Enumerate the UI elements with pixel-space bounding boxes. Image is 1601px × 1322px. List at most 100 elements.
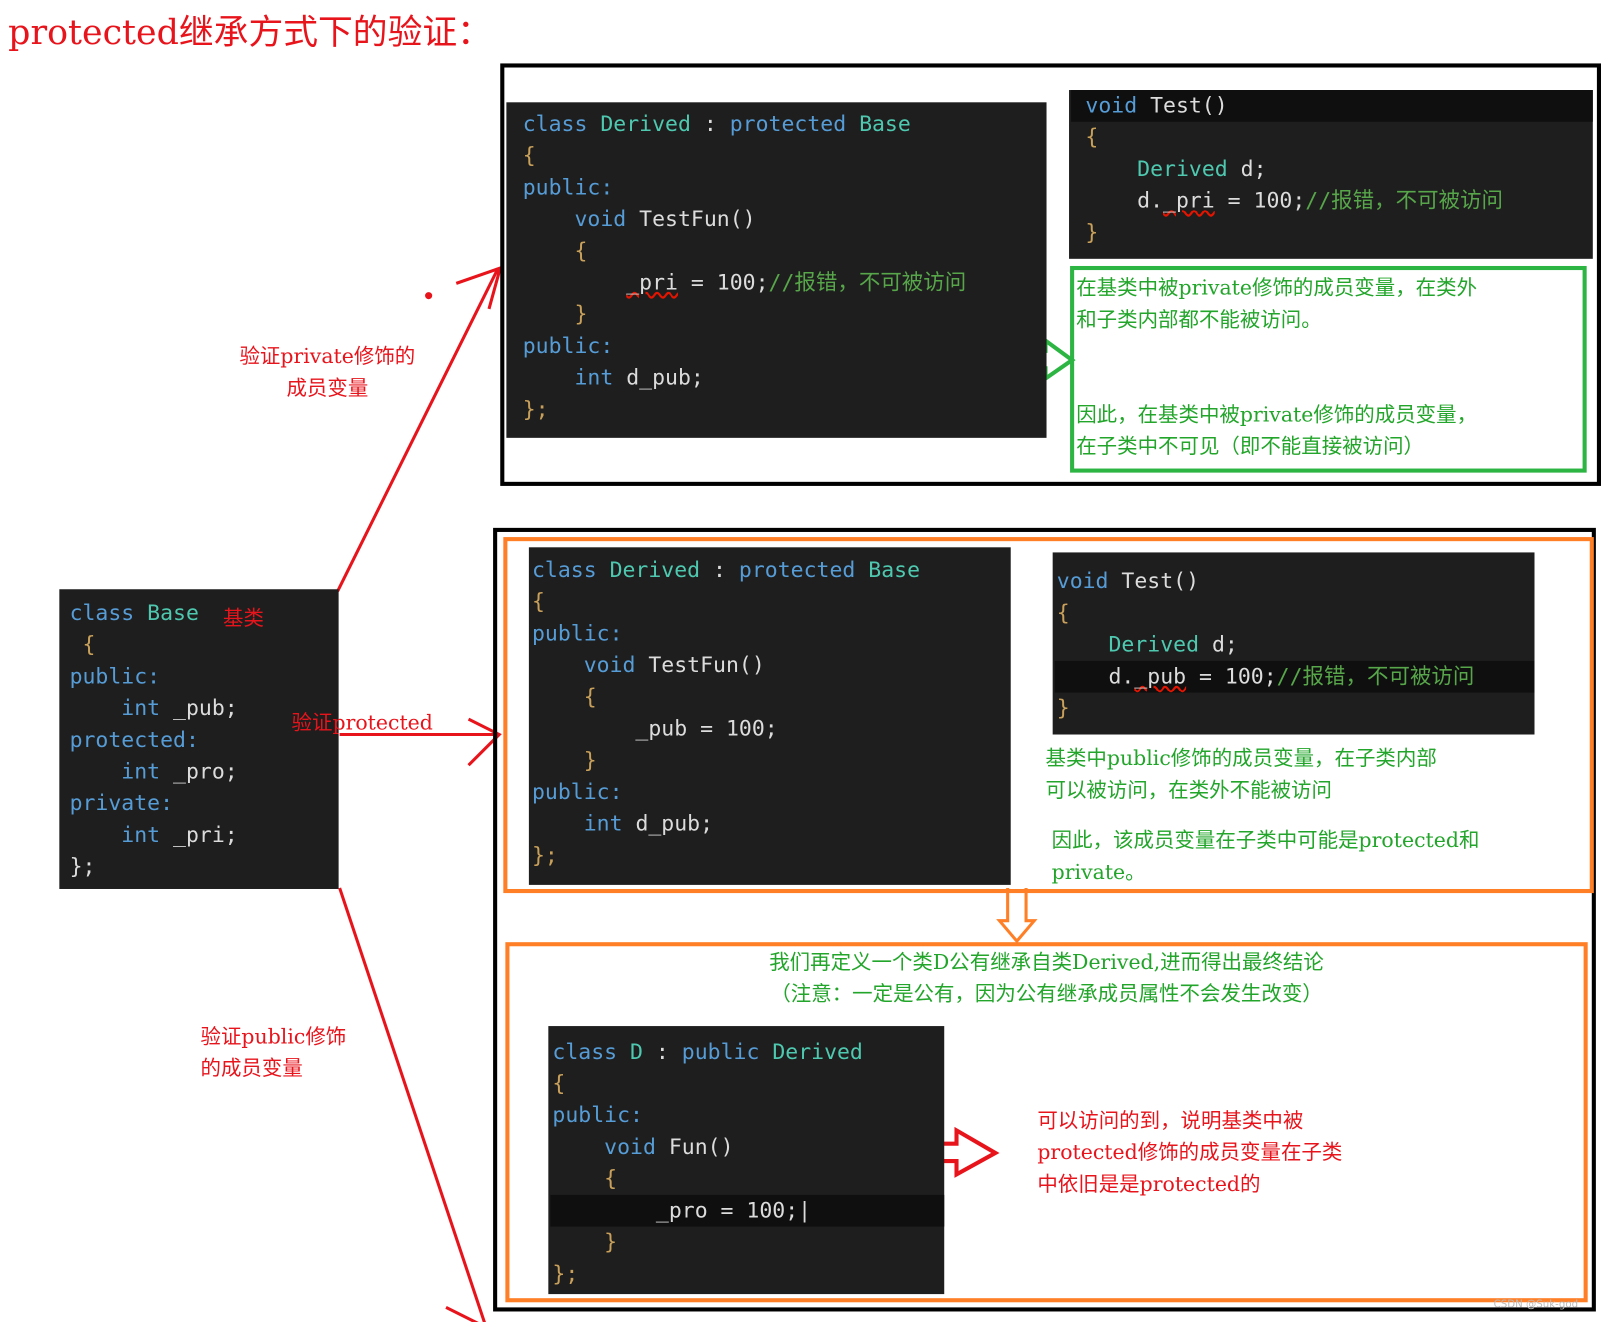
code-token: int [69, 695, 174, 721]
code-token: d; [1199, 632, 1238, 657]
code-token: Derived [600, 111, 691, 137]
protected-conclusion: 可以访问的到，说明基类中被 protected修饰的成员变量在子类 中依旧是是p… [1037, 1105, 1342, 1200]
code-line: int _pri; [69, 819, 237, 851]
note-line: private。 [1051, 859, 1146, 884]
code-line: public: [532, 618, 623, 650]
note-line: 在子类中不可见（即不能直接被访问） [1076, 433, 1425, 459]
code-token: } [1056, 695, 1070, 721]
code-token: public: [522, 174, 614, 200]
code-token: d_pub; [635, 811, 714, 836]
code-line: public: [552, 1100, 643, 1132]
note-line: 和子类内部都不能被访问。 [1076, 306, 1322, 332]
code-token [1057, 632, 1109, 657]
code-line: void TestFun() [523, 204, 755, 236]
code-line: int d_pub; [532, 808, 713, 840]
code-line: { [532, 586, 545, 618]
code-token: void [1056, 568, 1122, 594]
code-token: Base [868, 557, 921, 583]
code-token: { [531, 589, 545, 614]
public-verification-box [503, 537, 1594, 894]
code-line: int d_pub; [522, 362, 703, 394]
verify-private-label: 验证private修饰的 成员变量 [220, 341, 435, 404]
code-token: class [552, 1039, 631, 1064]
code-token: { [522, 143, 536, 168]
code-token: public [681, 1039, 773, 1064]
code-line: private: [70, 788, 173, 820]
code-token: : [700, 557, 739, 583]
code-line: } [1085, 217, 1098, 249]
code-token: }; [522, 396, 549, 422]
code-token: void [531, 652, 649, 678]
code-token: public: [552, 1102, 643, 1128]
code-line: { [552, 1068, 565, 1100]
code-token: //报错，不可被访问 [768, 270, 967, 295]
code-line: public: [523, 330, 614, 362]
code-line: void TestFun() [532, 650, 765, 682]
code-token: //报错，不可被访问 [1305, 188, 1504, 213]
code-line: { [523, 235, 587, 267]
code-token: int [69, 759, 174, 784]
code-line: public: [523, 172, 614, 204]
code-token: int [69, 822, 174, 848]
code-line: { [552, 1163, 617, 1195]
watermark: CSDN @Suk-god [1493, 1299, 1579, 1311]
error-token: _pri [1163, 188, 1215, 213]
code-token: private: [69, 790, 174, 816]
note-line: 我们再定义一个类D公有继承自类Derived,进而得出最终结论 [769, 949, 1324, 974]
code-token: } [552, 1229, 618, 1255]
code-token: { [552, 1166, 618, 1191]
code-line: }; [552, 1258, 578, 1290]
code-token: } [531, 747, 597, 773]
code-token: int [522, 365, 627, 390]
code-line: class Base [70, 597, 199, 629]
code-line: public: [70, 661, 161, 693]
code-line: } [532, 745, 597, 777]
note-line: protected修饰的成员变量在子类 [1037, 1139, 1343, 1165]
code-token: _pro = 100;| [552, 1197, 812, 1223]
code-token: Derived [1108, 632, 1200, 657]
code-token: Base [859, 111, 911, 137]
code-token: = 100; [1214, 188, 1306, 213]
code-token [523, 270, 626, 295]
code-token: void [552, 1134, 669, 1160]
code-token: TestFun() [648, 652, 765, 678]
note-line: 在基类中被private修饰的成员变量，在类外 [1076, 275, 1478, 300]
arrow-private [336, 265, 503, 592]
private-conclusion-box: 在基类中被private修饰的成员变量，在类外 和子类内部都不能被访问。 因此，… [1070, 265, 1587, 473]
private-verification-frame [500, 63, 1601, 486]
code-token: d. [1056, 663, 1135, 689]
code-line: void Test() [1071, 90, 1593, 122]
note-line: 基类中public修饰的成员变量，在子类内部 [1045, 745, 1437, 771]
code-token: : [642, 1039, 682, 1064]
verify-public-line: 的成员变量 [200, 1055, 303, 1081]
code-token: d. [1085, 188, 1164, 213]
code-token: class [531, 557, 610, 583]
code-token: { [69, 632, 96, 657]
code-line: d._pri = 100;//报错，不可被访问 [1085, 185, 1503, 217]
note-line: 因此，在基类中被private修饰的成员变量， [1076, 402, 1478, 427]
code-token: = 100; [677, 270, 769, 295]
code-line: Derived d; [1085, 153, 1266, 185]
code-line: { [1057, 597, 1070, 629]
arrow-protected [339, 717, 502, 767]
code-token [1085, 157, 1137, 182]
final-conclusion-box [505, 942, 1588, 1303]
code-line: }; [532, 840, 558, 872]
base-class-code: class Base {public: int _pub;protected: … [59, 589, 339, 889]
code-line: { [69, 629, 96, 661]
code-token: }; [552, 1261, 579, 1286]
code-token: _pro; [173, 759, 238, 784]
code-token: protected [729, 111, 860, 137]
error-token: _pub [1134, 663, 1187, 689]
code-token: : [690, 111, 730, 137]
code-line: class Derived : protected Base [523, 108, 911, 140]
code-line: { [532, 681, 597, 713]
note-line: 中依旧是是protected的 [1037, 1171, 1261, 1196]
code-token: _pub; [173, 695, 238, 721]
code-line: _pri = 100;//报错，不可被访问 [523, 267, 967, 299]
code-line: { [523, 140, 536, 172]
class-d-code: class D : public Derived{public: void Fu… [548, 1026, 945, 1295]
code-line: class Derived : protected Base [532, 554, 920, 586]
code-token: void [1085, 93, 1151, 118]
code-line: } [1057, 693, 1070, 725]
